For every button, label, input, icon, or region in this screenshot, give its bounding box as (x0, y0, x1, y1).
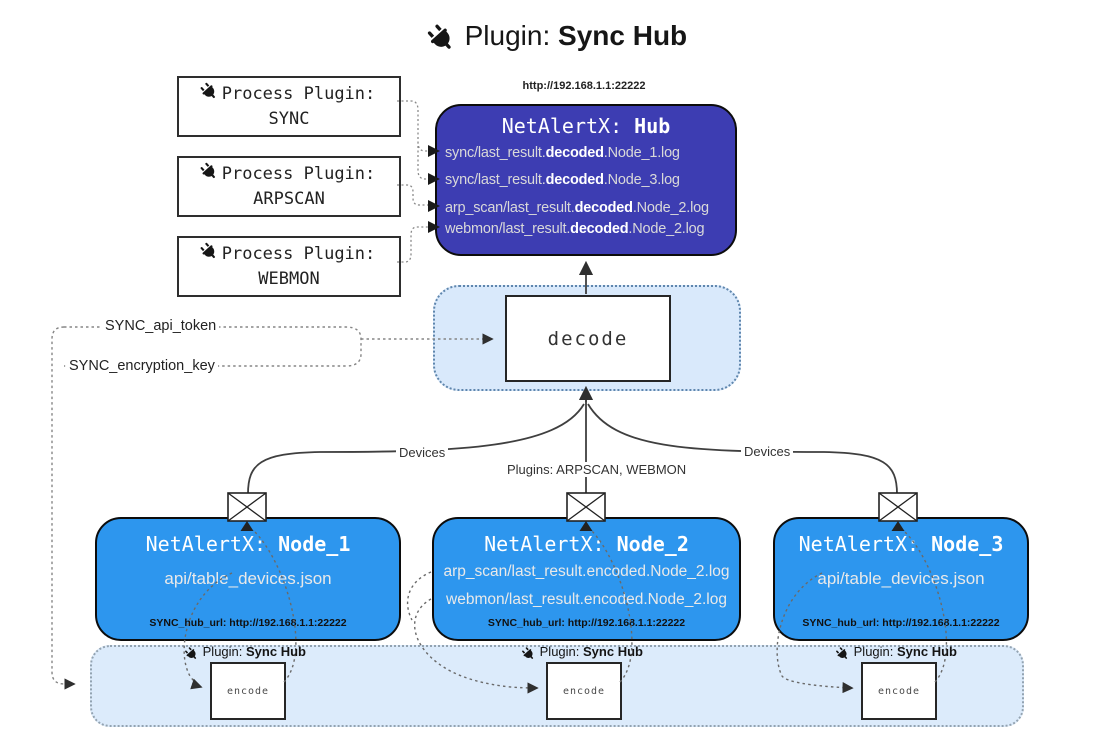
envelope-icon (878, 492, 918, 531)
plug-icon (182, 645, 202, 666)
encode-plugin-label-1: Plugin: Sync Hub (156, 644, 336, 663)
process-plugin-box-webmon: Process Plugin: WEBMON (177, 236, 401, 297)
devices-label-right: Devices (741, 444, 794, 459)
plug-icon (833, 645, 853, 666)
node-file: api/table_devices.json (164, 569, 332, 588)
process-plugin-name: SYNC (268, 108, 310, 129)
process-plugin-name: WEBMON (258, 268, 320, 289)
page-title-prefix: Plugin: (464, 20, 551, 51)
hub-url-label: http://192.168.1.1:22222 (522, 80, 646, 92)
encode-loop-curves (183, 529, 948, 694)
hub-input-arrowheads (428, 145, 440, 233)
encode-plugin-label-2: Plugin: Sync Hub (493, 644, 673, 663)
node-box-1: NetAlertX: Node_1 api/table_devices.json… (95, 517, 401, 641)
envelope-icons (227, 492, 918, 531)
node-hub-url: SYNC_hub_url: http://192.168.1.1:22222 (487, 617, 686, 629)
plugin-hub-connectors (397, 100, 431, 263)
config-encryption-key-label: SYNC_encryption_key (66, 358, 218, 374)
node1-devices-curve (247, 403, 585, 495)
encode-box-1: encode (210, 662, 286, 720)
envelope-icon (566, 492, 606, 531)
encode-box-2: encode (546, 662, 622, 720)
hub-box: NetAlertX: Hub sync/last_result.decoded.… (435, 104, 737, 256)
encode-plugin-label-3: Plugin: Sync Hub (807, 644, 987, 663)
config-dotted-path (51, 326, 494, 690)
hub-log-line: webmon/last_result.decoded.Node_2.log (445, 221, 705, 237)
process-plugin-box-sync: Process Plugin: SYNC (177, 76, 401, 137)
node-title: NetAlertX: Node_1 (145, 532, 351, 556)
page-title-name: Sync Hub (558, 20, 688, 51)
hub-title: NetAlertX: Hub (501, 114, 671, 138)
plug-icon (519, 645, 539, 666)
hub-log-line: arp_scan/last_result.decoded.Node_2.log (445, 200, 709, 216)
solid-flow-arrows (247, 260, 898, 495)
config-api-token-label: SYNC_api_token (102, 318, 220, 334)
encode-box-3: encode (861, 662, 937, 720)
hub-log-line: sync/last_result.decoded.Node_1.log (445, 145, 680, 161)
node-hub-url: SYNC_hub_url: http://192.168.1.1:22222 (149, 617, 347, 629)
node-file: webmon/last_result.encoded.Node_2.log (446, 591, 727, 608)
node-title: NetAlertX: Node_3 (798, 532, 1004, 556)
node-file: arp_scan/last_result.encoded.Node_2.log (443, 563, 730, 580)
process-plugin-box-arpscan: Process Plugin: ARPSCAN (177, 156, 401, 217)
node-box-3: NetAlertX: Node_3 api/table_devices.json… (773, 517, 1029, 641)
page-title: Plugin: Sync Hub (0, 20, 1117, 58)
envelope-icon (227, 492, 267, 531)
plugins-label: Plugins: ARPSCAN, WEBMON (504, 462, 690, 477)
process-plugin-label: Process Plugin: (221, 243, 376, 264)
plug-icon (422, 19, 465, 62)
node-box-2: NetAlertX: Node_2 arp_scan/last_result.e… (432, 517, 741, 641)
node-hub-url: SYNC_hub_url: http://192.168.1.1:22222 (802, 617, 1000, 629)
process-plugin-name: ARPSCAN (253, 188, 325, 209)
decode-box: decode (505, 295, 671, 382)
process-plugin-label: Process Plugin: (221, 163, 376, 184)
node-title: NetAlertX: Node_2 (484, 532, 689, 556)
process-plugin-label: Process Plugin: (221, 83, 376, 104)
hub-log-line: sync/last_result.decoded.Node_3.log (445, 172, 680, 188)
node-file: api/table_devices.json (817, 569, 985, 588)
devices-label-left: Devices (396, 445, 449, 460)
